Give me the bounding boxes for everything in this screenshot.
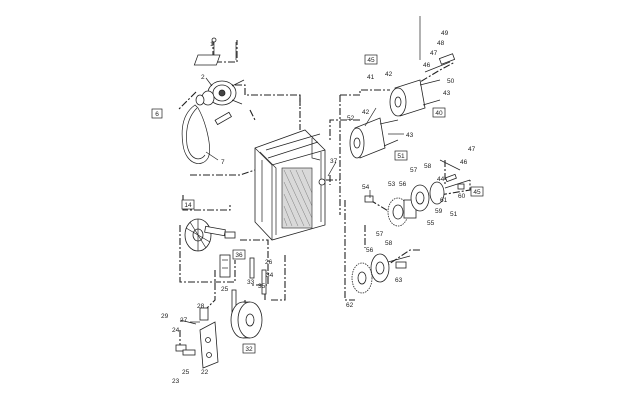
callout-49: 49 (441, 30, 449, 37)
screen-mesh (283, 169, 313, 227)
svg-text:36: 36 (235, 252, 243, 259)
boxed-ref-45-top: 45 (364, 54, 378, 65)
callout-63: 63 (395, 277, 403, 284)
boxed-references: 6 14 36 32 45 40 51 45 (151, 54, 484, 354)
callout-2: 2 (201, 74, 205, 81)
callout-46b: 46 (460, 159, 468, 166)
bracket-parts (219, 254, 267, 313)
boxed-ref-32: 32 (242, 343, 256, 354)
left-pulley-wheel (184, 218, 236, 252)
callout-56a: 56 (399, 181, 407, 188)
lower-sprocket (351, 253, 411, 294)
callout-51: 51 (450, 211, 458, 218)
callout-22: 22 (201, 369, 209, 376)
callout-24: 24 (172, 327, 180, 334)
callout-52: 52 (347, 115, 355, 122)
callout-54: 54 (362, 184, 370, 191)
callout-labels: 1 2 7 22 23 24 25 25 26 27 28 29 33 34 3… (161, 30, 476, 385)
svg-text:32: 32 (245, 346, 253, 353)
svg-text:40: 40 (435, 110, 443, 117)
mid-right-motor (349, 117, 399, 159)
callout-61: 61 (440, 197, 448, 204)
svg-text:51: 51 (397, 153, 405, 160)
callout-50: 50 (447, 78, 455, 85)
callout-43a: 43 (443, 90, 451, 97)
callout-58b: 58 (385, 240, 393, 247)
upper-sprocket (364, 173, 471, 227)
callout-55: 55 (427, 220, 435, 227)
boxed-ref-14: 14 (181, 199, 195, 210)
callout-33: 33 (247, 279, 255, 286)
callout-34: 34 (266, 272, 274, 279)
boxed-ref-36: 36 (232, 249, 246, 260)
lower-mount-bracket (175, 307, 219, 369)
svg-text:45: 45 (473, 189, 481, 196)
callout-35: 35 (258, 283, 266, 290)
svg-text:6: 6 (155, 111, 159, 118)
callout-46a: 46 (423, 62, 431, 69)
callout-47a: 47 (430, 50, 438, 57)
callout-42a: 42 (385, 71, 393, 78)
boxed-ref-40: 40 (432, 107, 446, 118)
callout-26: 26 (265, 259, 273, 266)
svg-text:14: 14 (184, 202, 192, 209)
motor-assembly (193, 37, 245, 126)
callout-25a: 25 (221, 286, 229, 293)
callout-25b: 25 (182, 369, 190, 376)
callout-43b: 43 (406, 132, 414, 139)
callout-29: 29 (161, 313, 169, 320)
callout-59: 59 (435, 208, 443, 215)
main-enclosure (254, 129, 326, 241)
callout-56b: 56 (366, 247, 374, 254)
boxed-ref-51: 51 (394, 150, 408, 161)
drive-belt (181, 104, 210, 164)
boxed-ref-6: 6 (151, 108, 163, 119)
bottom-wheel (230, 301, 263, 339)
callout-48: 48 (437, 40, 445, 47)
callout-28: 28 (197, 303, 205, 310)
svg-text:45: 45 (367, 57, 375, 64)
callout-53: 53 (388, 181, 396, 188)
callout-60: 60 (458, 193, 466, 200)
callout-44: 44 (437, 176, 445, 183)
boxed-ref-45-right: 45 (470, 186, 484, 197)
callout-41: 41 (367, 74, 375, 81)
callout-23: 23 (172, 378, 180, 385)
callout-27: 27 (180, 317, 188, 324)
callout-47b: 47 (468, 146, 476, 153)
callout-42b: 42 (362, 109, 370, 116)
callout-37: 37 (330, 158, 338, 165)
upper-right-motor (389, 53, 456, 117)
callout-57a: 57 (410, 167, 418, 174)
leader-lines (179, 16, 461, 325)
callout-7: 7 (221, 159, 225, 166)
callout-1: 1 (210, 41, 214, 48)
callout-57b: 57 (376, 231, 384, 238)
callout-58a: 58 (424, 163, 432, 170)
callout-62: 62 (346, 302, 354, 309)
